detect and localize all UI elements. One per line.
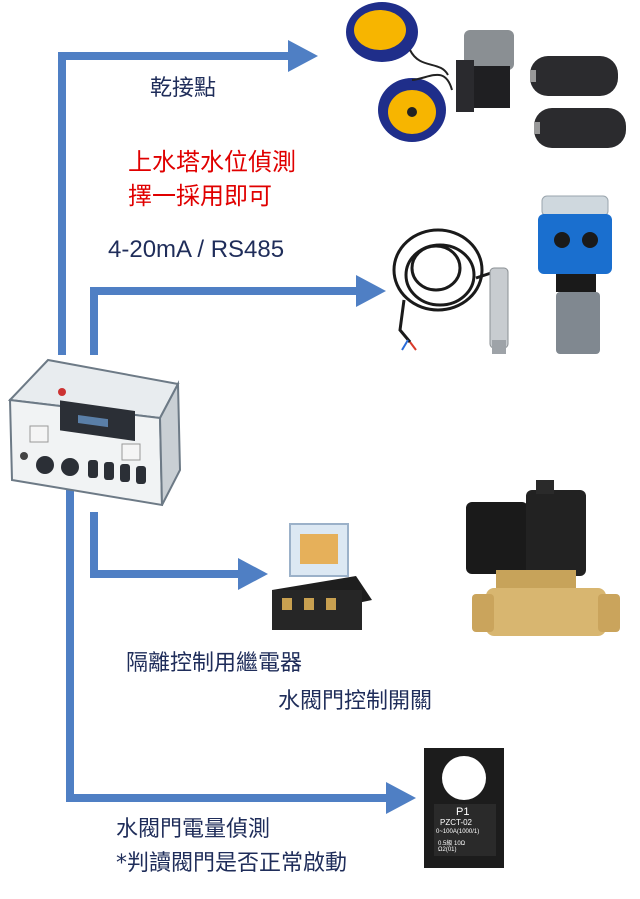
arrowhead-current-sensor [386, 782, 416, 814]
arrow-analog-sensor [90, 287, 358, 355]
label-signal-type: 4-20mA / RS485 [108, 236, 285, 263]
ct-sensor-spec3: Ω2(01) [438, 847, 457, 853]
label-current-line1: 水閥門電量偵測 [116, 817, 271, 842]
arrowhead-dry-contact [288, 40, 318, 72]
arrow-dry-contact [58, 52, 290, 355]
ct-sensor-model: PZCT-02 [440, 818, 473, 827]
arrow-relay [90, 512, 240, 578]
arrowhead-analog-sensor [356, 275, 386, 307]
ct-sensor-tag: P1 [456, 806, 470, 818]
label-relay: 隔離控制用繼電器 [126, 651, 303, 676]
label-current-line2: *判讀閥門是否正常啟動 [116, 851, 348, 876]
arrow-current-sensor [66, 478, 388, 802]
label-water-tower-line1: 上水塔水位偵測 [128, 148, 296, 176]
ct-sensor-spec2: 0.5級 10Ω [438, 841, 466, 847]
ct-sensor-spec1: 0~100A(1000/1) [436, 829, 480, 835]
label-valve-switch: 水閥門控制開關 [278, 689, 433, 714]
label-water-tower-line2: 擇一採用即可 [128, 182, 272, 210]
label-dry-contact: 乾接點 [150, 76, 217, 101]
arrowhead-relay [238, 558, 268, 590]
